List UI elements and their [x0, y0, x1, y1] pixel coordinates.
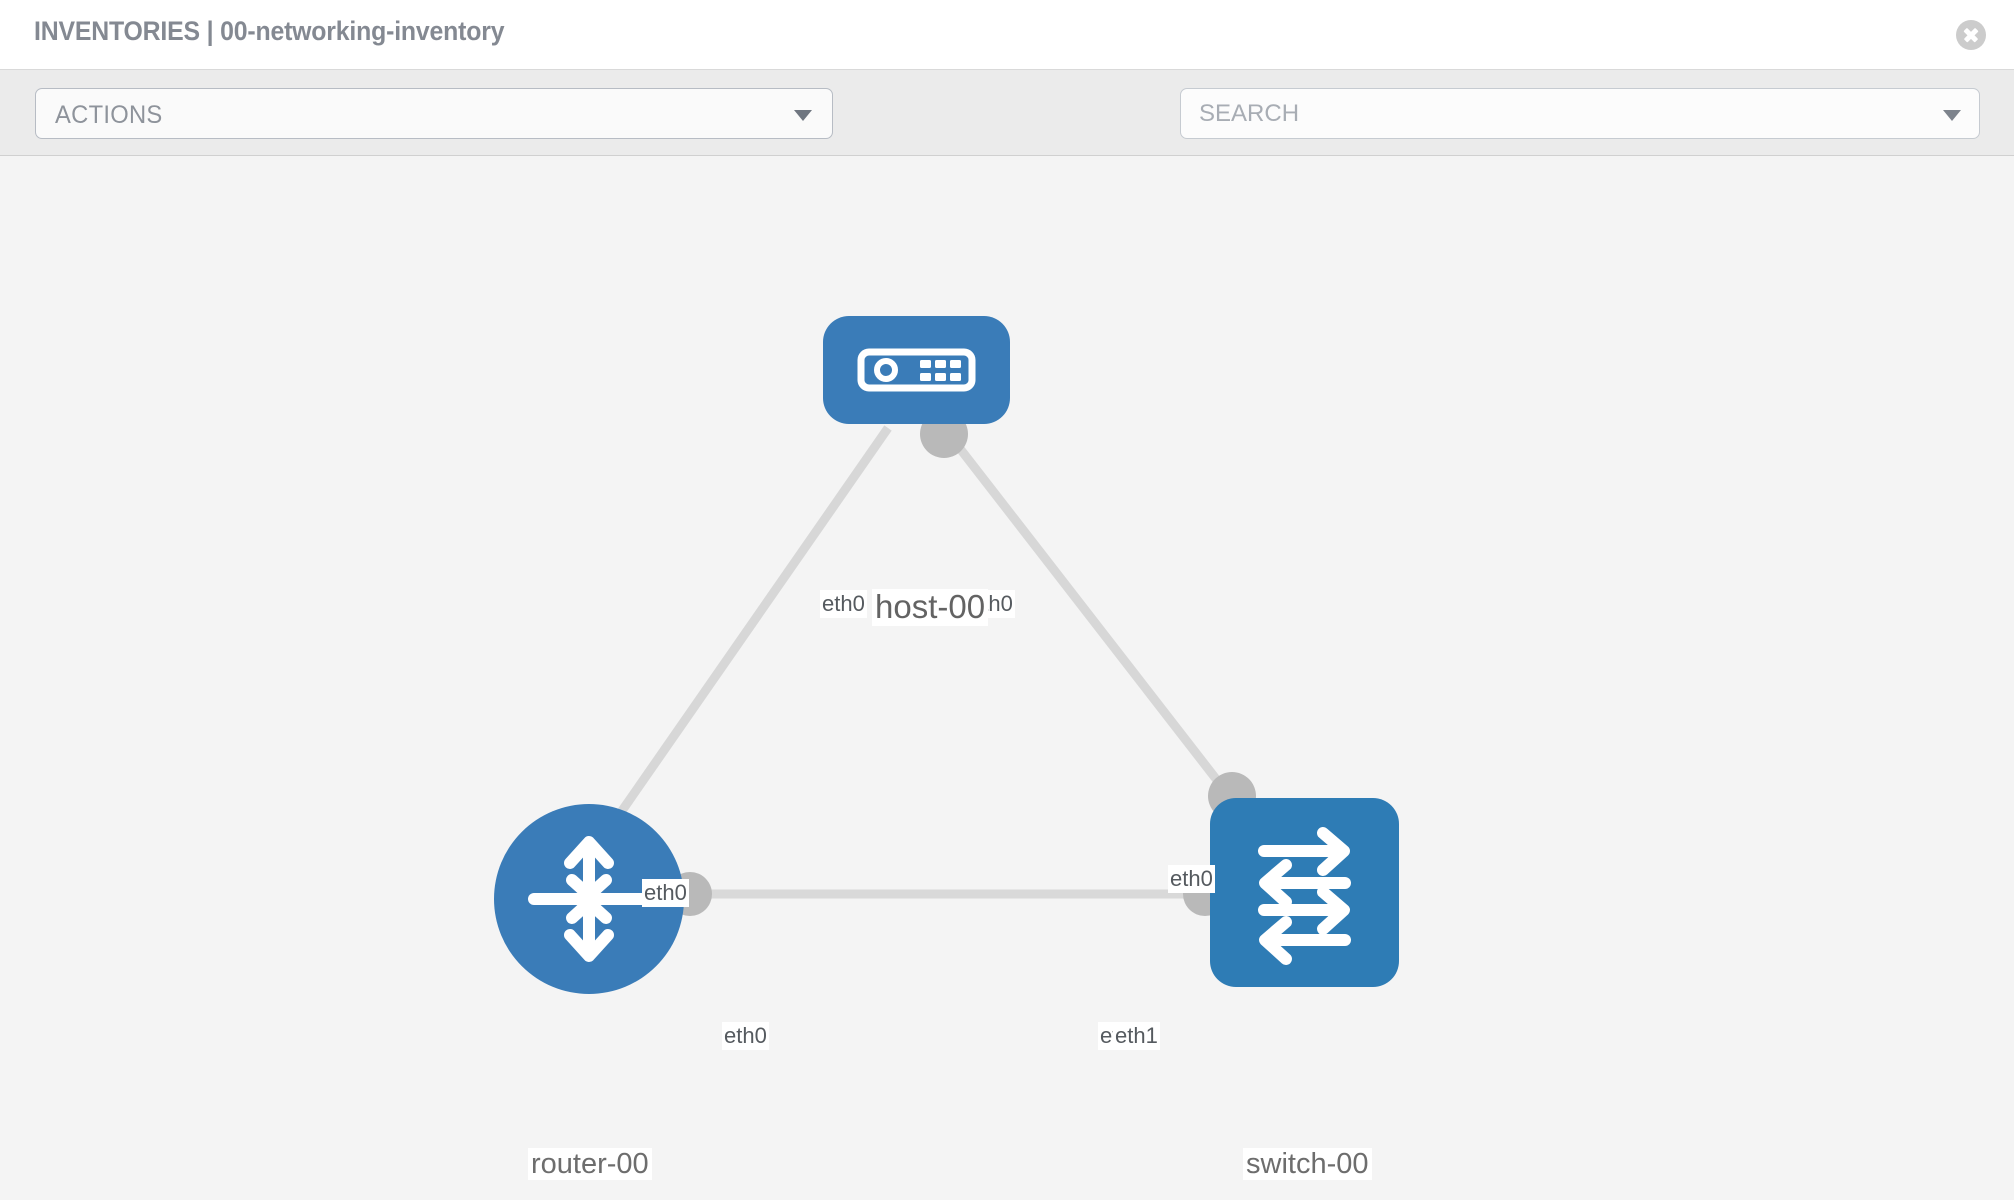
topology-links-layer	[606, 410, 1256, 916]
server-icon	[857, 348, 976, 392]
iface-label-switch-left-eth1: eth1	[1113, 1022, 1160, 1050]
router-arrows-icon	[528, 836, 650, 962]
actions-dropdown-label: ACTIONS	[55, 101, 163, 129]
chevron-down-icon	[794, 110, 812, 121]
switch-arrows-icon	[1258, 827, 1351, 965]
node-label-host-00: host-00	[872, 589, 989, 626]
page-title: INVENTORIES | 00-networking-inventory	[34, 16, 505, 46]
topology-canvas[interactable]: eth0 eth0 eth0 eth0 eth0 eth eth1 host-0…	[0, 156, 2014, 1200]
iface-label-host-left-eth0: eth0	[820, 590, 867, 618]
toolbar: ACTIONS SEARCH	[0, 69, 2014, 198]
node-label-router-00: router-00	[528, 1148, 652, 1181]
actions-dropdown[interactable]: ACTIONS	[35, 88, 833, 139]
iface-label-router-right-eth0: eth0	[722, 1022, 769, 1050]
node-switch-00[interactable]	[1210, 798, 1399, 987]
search-input[interactable]: SEARCH	[1180, 88, 1980, 139]
window-header: INVENTORIES | 00-networking-inventory	[0, 0, 2014, 69]
node-host-00[interactable]	[823, 316, 1010, 424]
search-chevron-down-icon[interactable]	[1943, 110, 1961, 121]
iface-label-switch-up-eth0: eth0	[1168, 865, 1215, 893]
link-host-switch	[940, 425, 1241, 809]
node-label-switch-00: switch-00	[1243, 1148, 1372, 1181]
iface-label-router-up-eth0: eth0	[642, 879, 689, 907]
search-placeholder: SEARCH	[1199, 100, 1300, 127]
link-host-router	[606, 425, 892, 831]
close-icon[interactable]	[1956, 20, 1986, 50]
